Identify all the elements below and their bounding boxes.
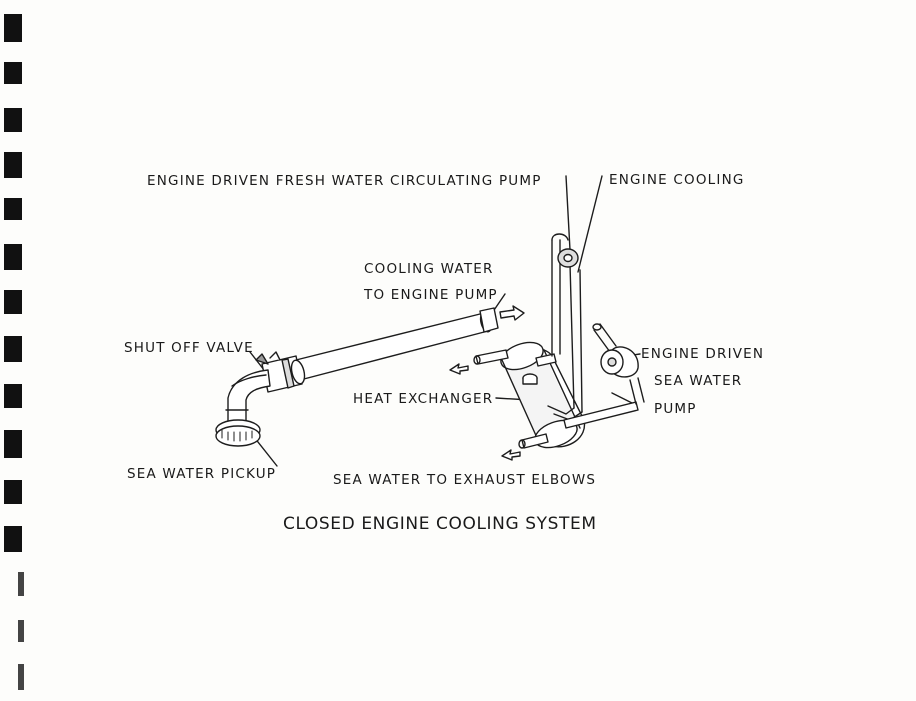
label-sea-water-pump-line2: SEA WATER — [654, 373, 743, 389]
binding-hole — [4, 336, 22, 362]
flow-arrow-left-icon — [501, 449, 521, 461]
label-sea-water-pickup: SEA WATER PICKUP — [127, 466, 277, 482]
label-heat-exchanger: HEAT EXCHANGER — [353, 391, 494, 407]
binding-hole — [4, 480, 22, 504]
label-cooling-water-line2: TO ENGINE PUMP — [364, 287, 498, 303]
binding-hole — [18, 572, 24, 596]
intake-elbow — [225, 369, 271, 427]
label-sea-water-pump-line3: PUMP — [654, 401, 697, 417]
shut-off-valve — [255, 351, 306, 393]
fresh-water-pump — [557, 248, 579, 268]
flow-arrow-right-icon — [499, 305, 525, 321]
sea-water-pump — [600, 346, 639, 378]
sea-water-pickup — [215, 419, 261, 447]
binding-hole — [4, 14, 22, 42]
binding-hole — [4, 384, 22, 408]
binding-hole — [4, 152, 22, 178]
leader-line — [577, 175, 603, 273]
fresh-water-pipe — [547, 233, 583, 421]
binding-hole — [18, 664, 24, 690]
binding-hole — [4, 430, 22, 458]
binding-hole — [18, 620, 24, 642]
label-sea-water-pump-line1: ENGINE DRIVEN — [641, 346, 765, 362]
binding-hole — [4, 62, 22, 84]
binding-hole — [4, 290, 22, 314]
label-engine-cooling: ENGINE COOLING — [609, 172, 745, 188]
binding-hole — [4, 526, 22, 552]
spiral-binding — [0, 0, 30, 701]
label-exhaust-elbows: SEA WATER TO EXHAUST ELBOWS — [333, 472, 597, 488]
label-cooling-water-line1: COOLING WATER — [364, 261, 494, 277]
label-shut-off-valve: SHUT OFF VALVE — [124, 340, 254, 356]
binding-hole — [4, 244, 22, 270]
label-fresh-water-pump: ENGINE DRIVEN FRESH WATER CIRCULATING PU… — [147, 173, 542, 189]
diagram-caption: CLOSED ENGINE COOLING SYSTEM — [283, 514, 597, 534]
binding-hole — [4, 108, 22, 132]
flow-arrow-left-icon — [449, 363, 469, 375]
sea-water-piping — [563, 323, 645, 429]
leader-line — [565, 175, 571, 251]
binding-hole — [4, 198, 22, 220]
leader-line — [611, 392, 635, 405]
